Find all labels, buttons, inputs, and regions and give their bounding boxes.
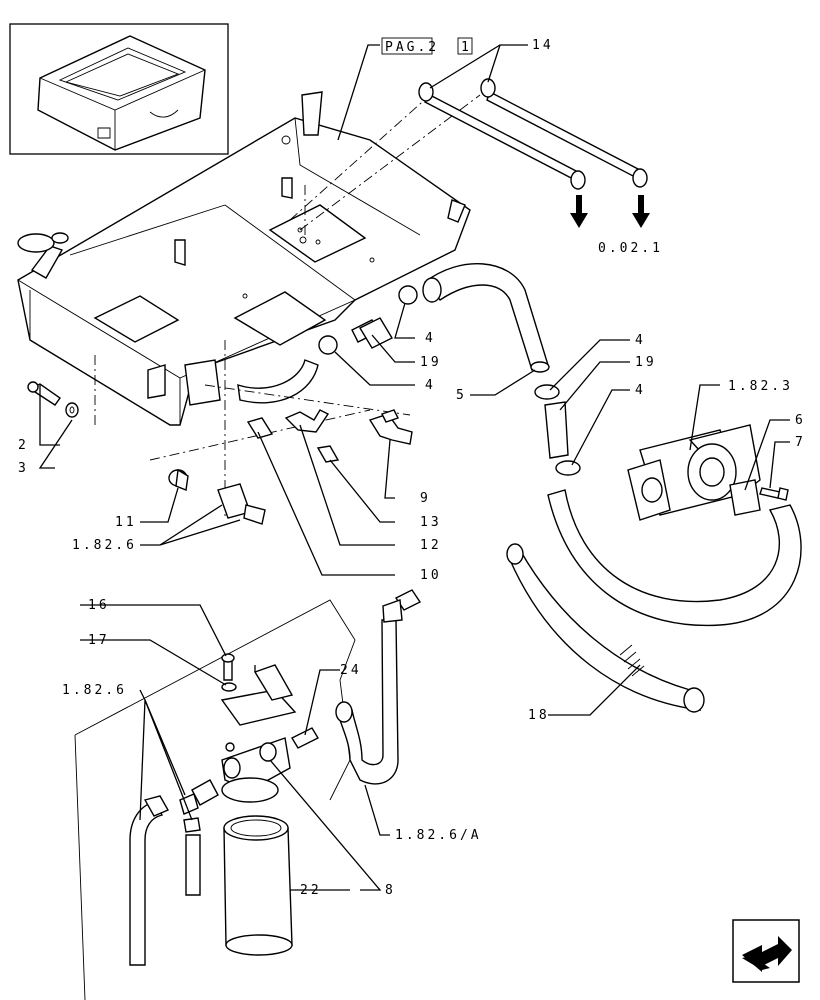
callout-24: 24 — [340, 663, 362, 678]
tie-rods — [418, 78, 648, 190]
oil-filter — [179, 653, 319, 956]
leader-lines — [38, 44, 790, 891]
callout-numbers: 2 3 4 4 4 4 5 6 7 8 9 10 11 12 13 14 16 … — [18, 38, 806, 898]
next-page-arrow-icon[interactable] — [732, 919, 800, 983]
hose-18 — [506, 489, 802, 713]
callout-3: 3 — [18, 461, 29, 476]
callout-11: 11 — [115, 515, 137, 530]
callout-16: 16 — [88, 598, 110, 613]
inset-tank-drawing — [37, 35, 206, 151]
callout-10: 10 — [420, 568, 442, 583]
down-ref-label: 0.02.1 — [598, 241, 663, 256]
callout-19a: 19 — [420, 355, 442, 370]
hydraulic-tank — [17, 91, 471, 426]
callout-6: 6 — [795, 413, 806, 428]
inset-thumbnail — [9, 23, 229, 155]
callout-17: 17 — [88, 633, 110, 648]
fitting-ref-label-b: 1.82.6 — [62, 683, 127, 698]
callout-18: 18 — [528, 708, 550, 723]
hydraulic-pump — [627, 424, 789, 521]
fitting-ref-label-a: 1.82.6 — [72, 538, 137, 553]
callout-5: 5 — [456, 388, 467, 403]
callout-9: 9 — [420, 491, 431, 506]
pag-ref-label: PAG.2 — [385, 40, 439, 55]
filter-hoses — [129, 589, 422, 966]
callout-4c: 4 — [635, 333, 646, 348]
callout-14: 14 — [532, 38, 554, 53]
callout-4d: 4 — [635, 383, 646, 398]
pag-ref-index: 1 — [461, 40, 472, 55]
callout-2: 2 — [18, 438, 29, 453]
callout-8: 8 — [385, 883, 396, 898]
callout-12: 12 — [420, 538, 442, 553]
pag-ref-index-box — [457, 37, 473, 55]
hose-ref-label: 1.82.6/A — [395, 828, 482, 843]
callout-22: 22 — [300, 883, 322, 898]
reference-labels: PAG.2 1 0.02.1 1.82.3 1.82.6 1.82.6 1.82… — [62, 37, 793, 843]
callout-7: 7 — [795, 435, 806, 450]
clamps-sleeves — [359, 317, 581, 476]
pump-ref-label: 1.82.3 — [728, 379, 793, 394]
tank-fittings — [27, 381, 413, 525]
callout-13: 13 — [420, 515, 442, 530]
callout-4b: 4 — [425, 378, 436, 393]
background-panel — [74, 599, 356, 1000]
callout-19b: 19 — [635, 355, 657, 370]
callout-4a: 4 — [425, 331, 436, 346]
down-arrow-icon — [570, 195, 650, 228]
hose-5 — [422, 263, 550, 373]
filler-neck — [17, 232, 69, 279]
pag-ref-box — [381, 37, 433, 55]
